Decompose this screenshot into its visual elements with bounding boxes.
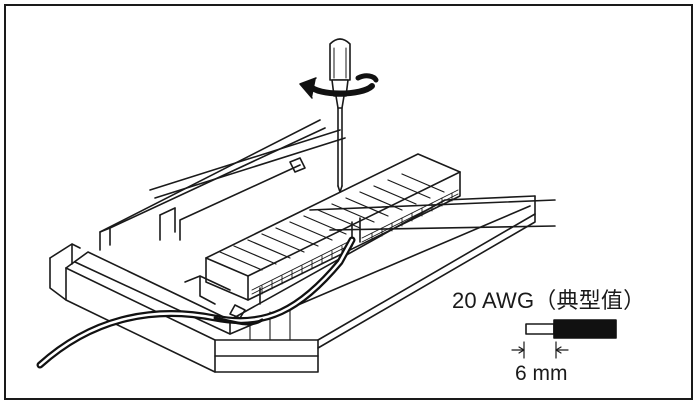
cable-icon	[36, 236, 356, 369]
terminal-board	[49, 119, 556, 373]
screwdriver-icon	[329, 38, 351, 193]
rotation-arrow-icon	[299, 73, 379, 99]
wire-gauge-label: 20 AWG（典型值）	[452, 288, 646, 313]
strip-length-label: 6 mm	[515, 362, 568, 385]
terminal-block-icon	[205, 153, 461, 301]
stripped-wire-icon	[511, 319, 617, 359]
